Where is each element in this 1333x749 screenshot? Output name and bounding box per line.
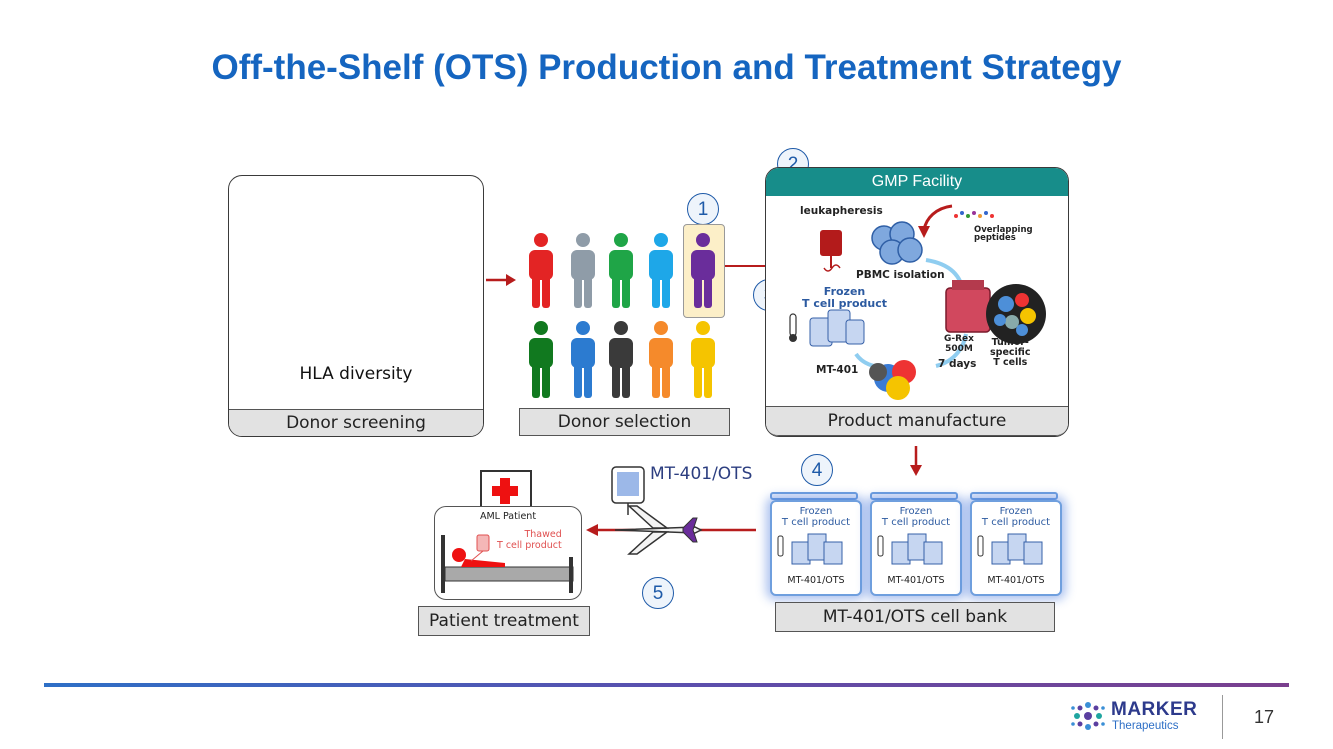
frozen-bags-icon xyxy=(977,533,1043,565)
footer-separator xyxy=(1222,695,1223,739)
jar-frozen-label: Frozen T cell product xyxy=(981,506,1051,528)
frozen-product-icon xyxy=(789,309,865,347)
marker-subbrand: Therapeutics xyxy=(1112,720,1179,732)
cycle-arrow-bottom xyxy=(935,333,968,368)
donor-selection-caption-rest: selection xyxy=(609,412,692,432)
gmp-facility-header: GMP Facility xyxy=(766,168,1068,196)
cycle-arrow-left xyxy=(854,352,875,368)
cell-bank-jar-3: Frozen T cell product MT-401/OTS xyxy=(970,492,1062,596)
product-manufacture-caption: Product manufacture xyxy=(766,406,1068,436)
thawed-product-label: Thawed T cell product xyxy=(497,529,562,551)
footer-divider xyxy=(44,683,1289,687)
marker-brand: MARKER xyxy=(1111,699,1198,720)
cell-bank-jar-1: Frozen T cell product MT-401/OTS xyxy=(770,492,862,596)
step-4-badge: 4 xyxy=(801,454,833,486)
manufacture-cycle-graphic xyxy=(789,204,1046,400)
person-icon xyxy=(529,233,553,308)
slide-title: Off-the-Shelf (OTS) Production and Treat… xyxy=(211,48,1122,87)
donor-figures xyxy=(529,233,715,398)
transport-label: MT-401/OTS xyxy=(650,464,753,484)
page-number: 17 xyxy=(1254,707,1275,727)
overlapping-peptides-label: Overlapping peptides xyxy=(974,225,1033,243)
hla-diversity-label: HLA diversity xyxy=(299,364,413,384)
frozen-product-label: Frozen T cell product xyxy=(802,285,888,310)
mt401-label: MT-401 xyxy=(816,364,859,376)
person-icon xyxy=(649,233,673,308)
donor-screening-caption: Donor screening xyxy=(229,409,483,436)
aml-patient-label: AML Patient xyxy=(479,511,537,522)
hospital-sign xyxy=(480,470,532,512)
arrow-screening-to-selection xyxy=(486,274,516,286)
person-icon xyxy=(571,233,595,308)
patient-treatment-caption: Patient treatment xyxy=(418,606,590,636)
jar-product-label: MT-401/OTS xyxy=(887,575,945,586)
jar-body: Frozen T cell product MT-401/OTS xyxy=(970,500,1062,596)
jar-lid xyxy=(770,492,858,500)
jar-body: Frozen T cell product MT-401/OTS xyxy=(770,500,862,596)
jar-frozen-label: Frozen T cell product xyxy=(781,506,851,528)
person-icon xyxy=(609,233,633,308)
person-icon xyxy=(571,321,595,398)
person-icon xyxy=(609,321,633,398)
airplane-icon xyxy=(614,505,703,555)
patient-room: AML Patient Thawed T cell product xyxy=(434,506,582,600)
person-icon xyxy=(529,321,553,398)
blood-bag-icon xyxy=(820,230,842,272)
leukapheresis-label: leukapheresis xyxy=(800,205,883,217)
cell-bank-caption: MT-401/OTS cell bank xyxy=(775,602,1055,632)
tumor-specific-label: Tumor- specific T cells xyxy=(990,337,1031,368)
hospital-bed-icon xyxy=(441,534,574,593)
peptides-icon xyxy=(954,211,994,218)
marker-logo-icon xyxy=(1071,702,1105,730)
jar-lid xyxy=(970,492,1058,500)
pbmc-cells-icon xyxy=(871,221,923,265)
frozen-bags-icon xyxy=(777,533,843,565)
jar-product-label: MT-401/OTS xyxy=(787,575,845,586)
person-icon xyxy=(691,321,715,398)
t-cell-balls-icon xyxy=(869,360,916,400)
jar-lid xyxy=(870,492,958,500)
jar-body: Frozen T cell product MT-401/OTS xyxy=(870,500,962,596)
tumor-specific-t-cells-icon xyxy=(986,284,1046,344)
step-5-badge: 5 xyxy=(642,577,674,609)
arrow-manufacture-to-bank xyxy=(910,446,922,476)
donor-selection-caption: Donor selection xyxy=(519,408,730,436)
red-cross-horizontal xyxy=(492,486,518,496)
jar-frozen-label: Frozen T cell product xyxy=(881,506,951,528)
jar-product-label: MT-401/OTS xyxy=(987,575,1045,586)
seven-days-label: 7 days xyxy=(938,358,977,370)
transport-bag-icon xyxy=(611,466,645,515)
gmp-facility-panel: GMP Facility xyxy=(765,167,1069,437)
donor-screening-panel: HLA diversity Donor screening xyxy=(228,175,484,437)
grex-device-icon xyxy=(945,280,991,333)
grex-label: G-Rex 500M xyxy=(944,334,974,354)
person-icon xyxy=(649,321,673,398)
pbmc-isolation-label: PBMC isolation xyxy=(856,269,945,281)
step-1-badge: 1 xyxy=(687,193,719,225)
cell-bank-jar-2: Frozen T cell product MT-401/OTS xyxy=(870,492,962,596)
person-icon-selected xyxy=(691,233,715,308)
frozen-bags-icon xyxy=(877,533,943,565)
donor-selection-caption-bold: Donor xyxy=(557,412,610,432)
